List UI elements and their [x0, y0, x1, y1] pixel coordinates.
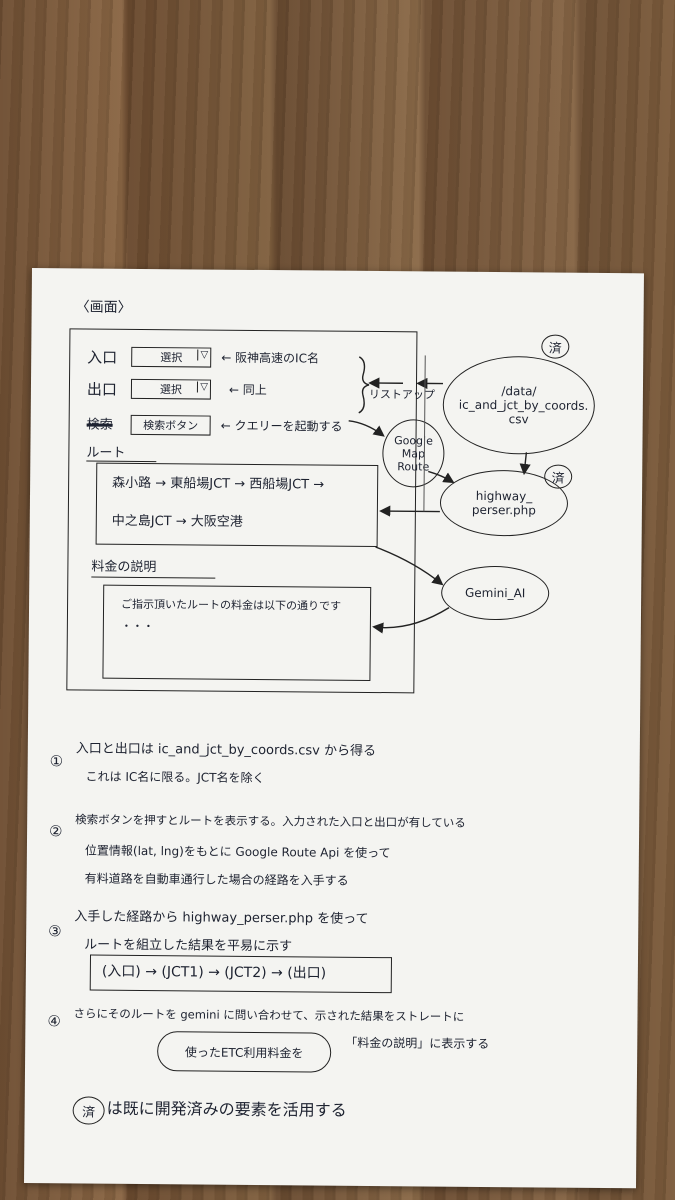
note-3-line-1: 入手した経路から highway_perser.php を使って [74, 909, 369, 927]
arrow-route-to-gemini [375, 546, 444, 586]
note-4-number: ④ [47, 1012, 61, 1031]
note-2-number: ② [49, 822, 63, 841]
note-1-line-2: これは IC名に限る。JCT名を除く [85, 769, 265, 786]
note-4-bubble-text: 使ったETC利用料金を [184, 1044, 304, 1060]
route-example: (入口) → (JCT1) → (JCT2) → (出口) [101, 963, 327, 982]
note-3-number: ③ [48, 922, 62, 941]
arrow-php-to-route [379, 505, 440, 517]
note-2-line-3: 有料道路を自動車通行した場合の経路を入手する [84, 871, 349, 888]
note-1-number: ① [49, 752, 64, 771]
arrow-csv-to-php [519, 452, 531, 476]
note-4-bubble: 使ったETC利用料金を [156, 1031, 332, 1073]
arrow-search-to-google [348, 420, 385, 437]
handwritten-sketch-paper: 〈画面〉 入口 選択 ▽ ← 阪神高速のIC名 出口 選択 ▽ ← 同上 検索 … [24, 268, 644, 1189]
note-2-line-2: 位置情報(lat, lng)をもとに Google Route Api を使って [84, 843, 391, 861]
footer-text: は既に開発済みの要素を活用する [106, 1098, 347, 1120]
arrow-google-to-php [428, 470, 455, 484]
done-mark-icon: 済 [72, 1096, 105, 1125]
brace-icon [358, 356, 370, 414]
note-4-line-2: 「料金の説明」に表示する [345, 1035, 490, 1052]
footer-mark-text: 済 [82, 1104, 96, 1121]
arrow-gemini-to-fee [372, 607, 450, 634]
note-3-line-2: ルートを組立した結果を平易に示す [84, 937, 293, 955]
diagram-arrows [348, 355, 531, 634]
divider-line [423, 355, 426, 512]
note-1-line-1: 入口と出口は ic_and_jct_by_coords.csv から得る [75, 741, 377, 760]
